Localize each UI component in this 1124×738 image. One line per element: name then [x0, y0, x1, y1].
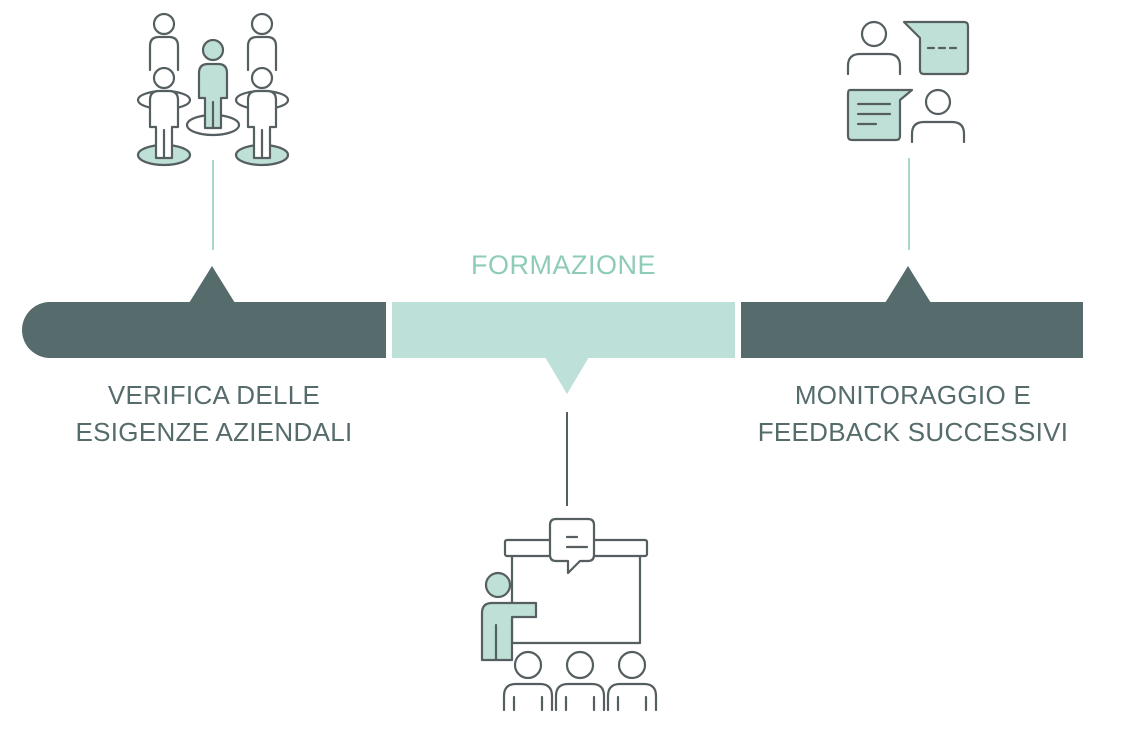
phase-label-line: ESIGENZE AZIENDALI [75, 417, 353, 447]
timeline-segment-verifica [22, 302, 386, 358]
presentation-training-icon [480, 517, 658, 712]
conversation-feedback-icon [846, 20, 970, 144]
pointer-down-middle [545, 357, 589, 394]
phase-label-monitoraggio: MONITORAGGIO E FEEDBACK SUCCESSIVI [740, 377, 1086, 451]
pointer-up-left [189, 266, 235, 303]
phase-label-verifica: VERIFICA DELLE ESIGENZE AZIENDALI [44, 377, 384, 451]
pointer-up-right [885, 266, 931, 303]
phase-label-line: FEEDBACK SUCCESSIVI [757, 417, 1069, 447]
timeline-segment-formazione [392, 302, 735, 358]
timeline-segment-monitoraggio [741, 302, 1083, 358]
phase-label-line: MONITORAGGIO E [794, 380, 1032, 410]
phase-title-formazione: FORMAZIONE [471, 250, 656, 280]
phase-label-line: VERIFICA DELLE [107, 380, 321, 410]
people-group-icon [136, 12, 290, 167]
